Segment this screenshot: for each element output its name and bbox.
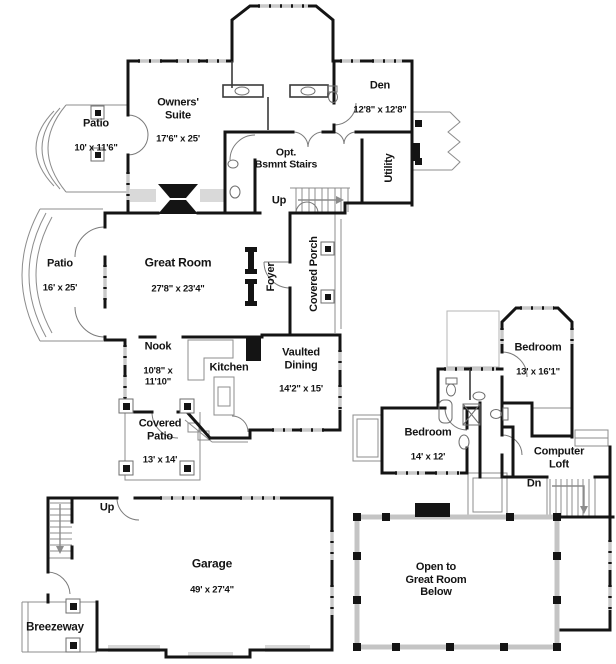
- kitchen-island: [213, 376, 235, 416]
- garage-door-panel: [188, 652, 233, 658]
- sink-icon: [300, 86, 316, 96]
- front-door-icon: [263, 261, 291, 289]
- toilet-icon: [229, 185, 241, 199]
- patio-bay-outline: [35, 104, 128, 193]
- porch-edge: [334, 213, 342, 333]
- toilet-icon: [445, 377, 458, 385]
- shower-icon: [462, 403, 481, 426]
- fixtures-layer: [59, 85, 585, 546]
- label-open-to-great-room-below: Open to Great Room Below: [405, 561, 467, 599]
- sink-icon: [458, 434, 470, 450]
- room-label-patio-small: Patio 10' x 11'6": [74, 117, 118, 154]
- room-label-covered-porch: Covered Porch: [307, 236, 320, 312]
- windows-layer: [103, 4, 612, 615]
- fireplace-icon: [158, 184, 198, 198]
- vanity: [222, 84, 264, 98]
- bath-door-icon: [229, 134, 256, 161]
- breezeway-door-icon: [47, 571, 71, 595]
- loft-rail: [574, 429, 609, 447]
- doors-layer: [47, 102, 528, 595]
- label-opt-bsmnt-stairs: Opt. Bsmnt Stairs: [254, 146, 318, 170]
- sink-icon: [234, 86, 250, 96]
- balcony-rail-layer: [354, 514, 560, 650]
- side-deck: [412, 111, 461, 171]
- closet-doors-icon: [292, 131, 357, 148]
- label-dn: Dn: [526, 477, 542, 490]
- fireplace-icon: [158, 200, 198, 214]
- nook-patio-door-icon: [151, 411, 179, 439]
- room-label-nook: Nook 10'8" x 11'10": [143, 340, 173, 387]
- range-icon: [246, 336, 261, 361]
- bay-window: [352, 414, 383, 462]
- covered-patio-outline: [124, 412, 201, 481]
- room-label-owners-suite: Owners' Suite 17'6" x 25': [156, 96, 200, 145]
- garage-door-icon: [116, 497, 140, 521]
- room-label-foyer: Foyer: [264, 262, 277, 292]
- tub-icon: [438, 399, 453, 424]
- loft-door-icon: [501, 434, 523, 456]
- black-fills-layer: [56, 110, 588, 651]
- room-label-vaulted-dining: Vaulted Dining 14'2" x 15': [279, 346, 323, 395]
- room-label-patio-left: Patio 16' x 25': [42, 257, 78, 294]
- den-door-icon: [333, 102, 357, 126]
- room-label-garage: Garage 49' x 27'4": [190, 556, 234, 596]
- patio-doors-icon: [74, 226, 106, 338]
- upper-stairs: [546, 477, 596, 517]
- patio-bow-outline: [21, 208, 103, 342]
- room-label-breezeway: Breezeway: [26, 621, 84, 634]
- breezeway-outline: [21, 601, 97, 653]
- room-label-utility: Utility: [382, 153, 395, 183]
- interior-walls-layer: [222, 61, 471, 400]
- sink-icon: [472, 391, 486, 401]
- chimney-shaft: [467, 472, 508, 518]
- label-up-garage: Up: [99, 501, 115, 514]
- toilet-icon: [502, 407, 509, 421]
- room-label-computer-loft: Computer Loft: [533, 445, 585, 470]
- bedroom-door-icon: [444, 407, 468, 431]
- chimney-icon: [415, 503, 450, 517]
- bedroom-door-icon: [501, 351, 528, 378]
- roof-outline: [446, 310, 500, 368]
- kitchen-door-icon: [231, 415, 249, 433]
- room-label-den: Den 12'8" x 12'8": [353, 79, 407, 116]
- room-label-bedroom-2: Bedroom 14' x 12': [404, 426, 452, 463]
- room-label-covered-patio: Covered Patio 13' x 14': [138, 417, 182, 466]
- room-label-kitchen: Kitchen: [209, 361, 249, 374]
- kitchen-counter: [187, 339, 234, 381]
- room-label-bedroom-1: Bedroom 13' x 16'1": [514, 341, 562, 378]
- room-label-great-room: Great Room 27'8" x 23'4": [144, 255, 212, 295]
- label-up-main: Up: [271, 194, 287, 207]
- double-door-icon: [127, 114, 149, 156]
- sink-icon: [227, 159, 239, 169]
